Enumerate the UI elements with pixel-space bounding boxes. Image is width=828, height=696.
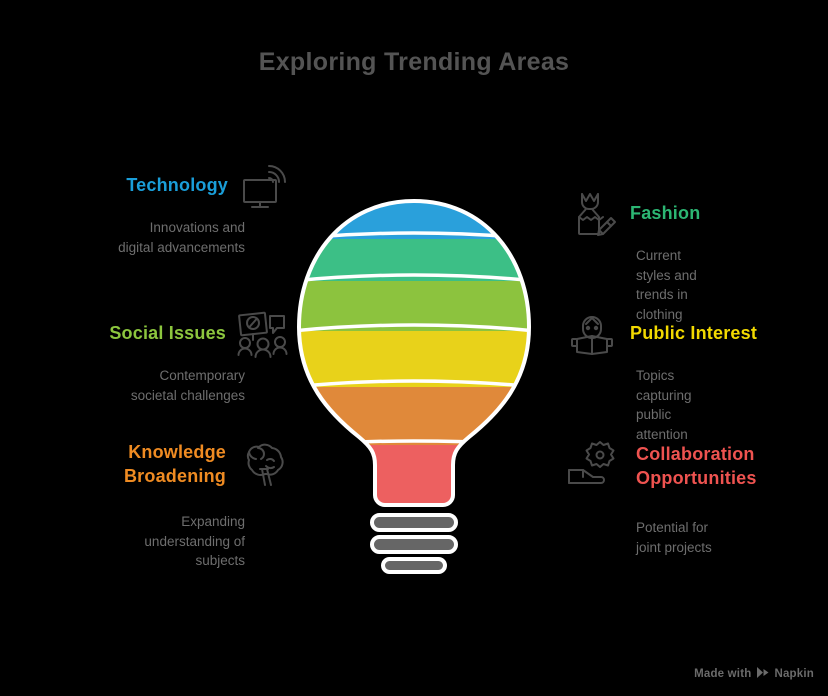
napkin-watermark: Made with Napkin xyxy=(694,666,814,682)
topic-item-fashion[interactable]: Fashion Current styles and trends in clo… xyxy=(566,188,828,325)
topic-item-public-interest[interactable]: Public Interest Topics capturing public … xyxy=(566,308,828,445)
topic-item-technology[interactable]: Technology Innovations and digital advan… xyxy=(0,160,290,257)
lightbulb-graphic xyxy=(283,185,545,580)
topic-description-social-issues: Contemporary societal challenges xyxy=(130,368,245,403)
topic-heading-row: Public Interest xyxy=(566,308,828,360)
dress-pencil-icon xyxy=(566,188,618,240)
napkin-logo-icon xyxy=(756,666,769,682)
topic-item-social-issues[interactable]: Social Issues xyxy=(0,308,290,405)
bulb-band-lime xyxy=(299,281,529,331)
topic-heading-knowledge-broadening: Knowledge Broadening xyxy=(123,442,226,486)
topic-description-knowledge-broadening: Expanding understanding of subjects xyxy=(144,514,245,569)
topic-heading-technology: Technology xyxy=(126,175,228,196)
brain-icon xyxy=(236,440,290,490)
topic-heading-collaboration-opportunities: Collaboration Opportunities xyxy=(636,444,757,488)
topic-description-collaboration-opportunities: Potential for joint projects xyxy=(636,520,712,555)
protest-sign-people-icon xyxy=(236,308,290,360)
bulb-base-ring-2 xyxy=(370,535,458,554)
page-title: Exploring Trending Areas xyxy=(258,48,570,76)
watermark-prefix: Made with xyxy=(694,668,752,680)
bulb-band-orange xyxy=(299,387,529,445)
topic-description-fashion: Current styles and trends in clothing xyxy=(636,248,697,323)
topic-heading-row: Fashion xyxy=(566,188,828,240)
topic-heading-row: Social Issues xyxy=(0,308,290,360)
topic-heading-public-interest: Public Interest xyxy=(630,323,758,344)
topic-item-collaboration-opportunities[interactable]: Collaboration Opportunities Potential fo… xyxy=(566,438,828,557)
topic-heading-social-issues: Social Issues xyxy=(109,323,226,344)
gear-handshake-icon xyxy=(566,438,624,496)
bulb-base-ring-1 xyxy=(370,513,458,532)
topic-item-knowledge-broadening[interactable]: Knowledge Broadening Expanding understan… xyxy=(0,440,290,571)
watermark-brand: Napkin xyxy=(774,668,814,680)
bulb-base-ring-3 xyxy=(381,557,447,574)
topic-heading-fashion: Fashion xyxy=(630,203,701,224)
person-reading-icon xyxy=(566,308,618,360)
bulb-band-yellow xyxy=(299,331,529,387)
topic-heading-row: Collaboration Opportunities xyxy=(566,438,828,496)
topic-heading-row: Technology xyxy=(0,160,290,212)
topic-description-technology: Innovations and digital advancements xyxy=(118,220,245,255)
topic-heading-row: Knowledge Broadening xyxy=(0,440,290,490)
monitor-wifi-icon xyxy=(238,160,290,212)
bulb-band-blue xyxy=(299,201,529,239)
topic-description-public-interest: Topics capturing public attention xyxy=(636,368,692,443)
